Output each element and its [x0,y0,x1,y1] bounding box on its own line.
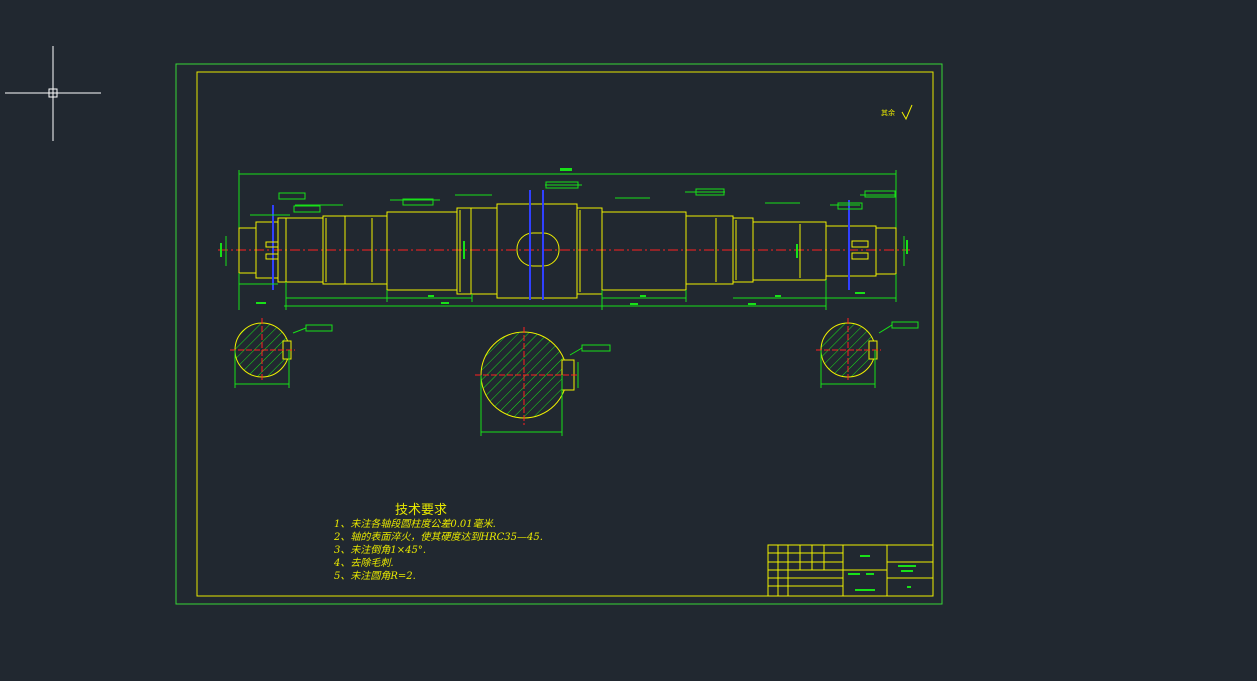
roughness-symbol-icon [901,104,913,121]
title-block-marks [848,555,916,591]
overall-length-dimension [238,168,897,228]
crosshair-cursor-icon [5,46,101,141]
end-keyways [265,240,869,260]
outer-frame [175,63,943,605]
technical-requirements-title: 技术要求 [395,503,448,518]
title-block [767,544,934,597]
technical-requirement-item: 3、未注倒角1×45°. [334,545,427,556]
inner-frame [196,71,934,597]
section-view-left [230,318,333,388]
dimension-text-marks [220,169,908,305]
technical-requirement-item: 4、去除毛刺. [334,558,394,569]
technical-requirement-item: 5、未注圆角R=2. [334,571,416,582]
technical-requirement-item: 1、未注各轴段圆柱度公差0.01毫米. [334,519,496,530]
tolerance-frames [278,181,896,213]
dimension-chains [225,184,905,310]
roughness-note: 其余 [881,109,895,117]
section-view-middle [475,327,611,436]
hidden-lines [272,190,850,300]
technical-requirement-item: 2、轴的表面淬火，使其硬度达到HRC35—45. [334,532,543,543]
shaft-outline [238,203,897,299]
section-view-right [816,318,919,388]
